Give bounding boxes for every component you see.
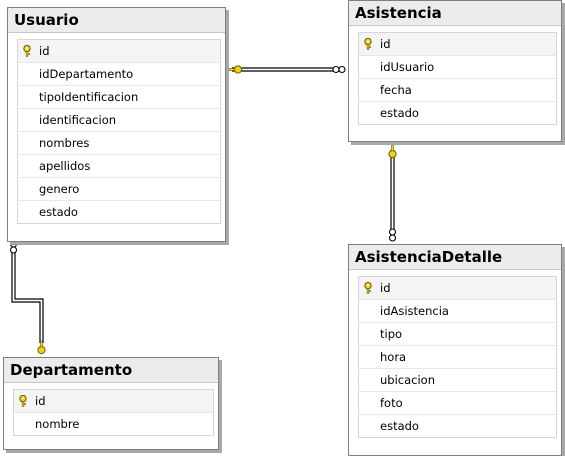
column-row[interactable]: fecha: [359, 79, 556, 102]
table-asistenciadetalle[interactable]: AsistenciaDetalle id idAsistencia tipo hora…: [348, 244, 562, 456]
column-row[interactable]: id: [14, 390, 213, 413]
table-usuario[interactable]: Usuario id idDepartamento tipoIdentificaci…: [7, 7, 226, 242]
column-name: id: [39, 44, 50, 58]
column-row[interactable]: id: [359, 277, 556, 300]
relationship-usuario-asistencia[interactable]: [228, 65, 346, 74]
column-row[interactable]: tipoIdentificacion: [18, 86, 220, 109]
column-name: genero: [39, 182, 80, 196]
column-name: apellidos: [39, 159, 91, 173]
column-row[interactable]: nombre: [14, 413, 213, 435]
column-name: nombre: [35, 417, 80, 431]
column-name: idAsistencia: [380, 304, 449, 318]
column-list: id idDepartamento tipoIdentificacion identi…: [17, 39, 221, 224]
column-name: id: [380, 281, 391, 295]
column-row[interactable]: idDepartamento: [18, 63, 220, 86]
column-row[interactable]: identificacion: [18, 109, 220, 132]
column-name: idUsuario: [380, 60, 435, 74]
primary-key-icon: [19, 395, 27, 407]
table-title: Asistencia: [349, 1, 561, 26]
key-icon: [388, 144, 397, 159]
column-name: foto: [380, 396, 403, 410]
column-name: hora: [380, 350, 407, 364]
column-row[interactable]: apellidos: [18, 155, 220, 178]
column-row[interactable]: estado: [359, 415, 556, 437]
table-title: AsistenciaDetalle: [349, 245, 561, 270]
column-row[interactable]: genero: [18, 178, 220, 201]
column-list: id idAsistencia tipo hora ubicacion foto estad…: [358, 276, 557, 438]
column-list: id nombre: [13, 389, 214, 436]
primary-key-icon: [23, 45, 31, 57]
many-icon: [388, 228, 397, 242]
many-icon: [9, 240, 18, 254]
column-row[interactable]: tipo: [359, 323, 556, 346]
column-row[interactable]: foto: [359, 392, 556, 415]
table-asistencia[interactable]: Asistencia id idUsuario fecha estado: [348, 0, 562, 142]
table-title: Usuario: [8, 8, 225, 33]
primary-key-icon: [364, 38, 372, 50]
key-icon: [228, 65, 243, 74]
column-name: nombres: [39, 136, 90, 150]
table-title: Departamento: [4, 358, 218, 383]
relationship-asistencia-asistenciadetalle[interactable]: [388, 144, 397, 242]
column-row[interactable]: estado: [359, 102, 556, 124]
column-name: estado: [39, 205, 78, 219]
table-departamento[interactable]: Departamento id nombre: [3, 357, 219, 450]
column-name: estado: [380, 419, 419, 433]
column-row[interactable]: id: [18, 40, 220, 63]
key-icon: [37, 340, 46, 355]
many-icon: [332, 65, 346, 74]
relationship-usuario-departamento[interactable]: [9, 240, 46, 355]
column-row[interactable]: hora: [359, 346, 556, 369]
column-row[interactable]: idUsuario: [359, 56, 556, 79]
column-row[interactable]: nombres: [18, 132, 220, 155]
column-name: id: [35, 394, 46, 408]
column-row[interactable]: idAsistencia: [359, 300, 556, 323]
column-name: tipo: [380, 327, 403, 341]
column-row[interactable]: ubicacion: [359, 369, 556, 392]
column-name: ubicacion: [380, 373, 435, 387]
column-name: id: [380, 37, 391, 51]
column-row[interactable]: id: [359, 33, 556, 56]
column-list: id idUsuario fecha estado: [358, 32, 557, 125]
column-row[interactable]: estado: [18, 201, 220, 223]
column-name: estado: [380, 106, 419, 120]
column-name: tipoIdentificacion: [39, 90, 139, 104]
column-name: identificacion: [39, 113, 117, 127]
column-name: fecha: [380, 83, 412, 97]
primary-key-icon: [364, 282, 372, 294]
column-name: idDepartamento: [39, 67, 134, 81]
